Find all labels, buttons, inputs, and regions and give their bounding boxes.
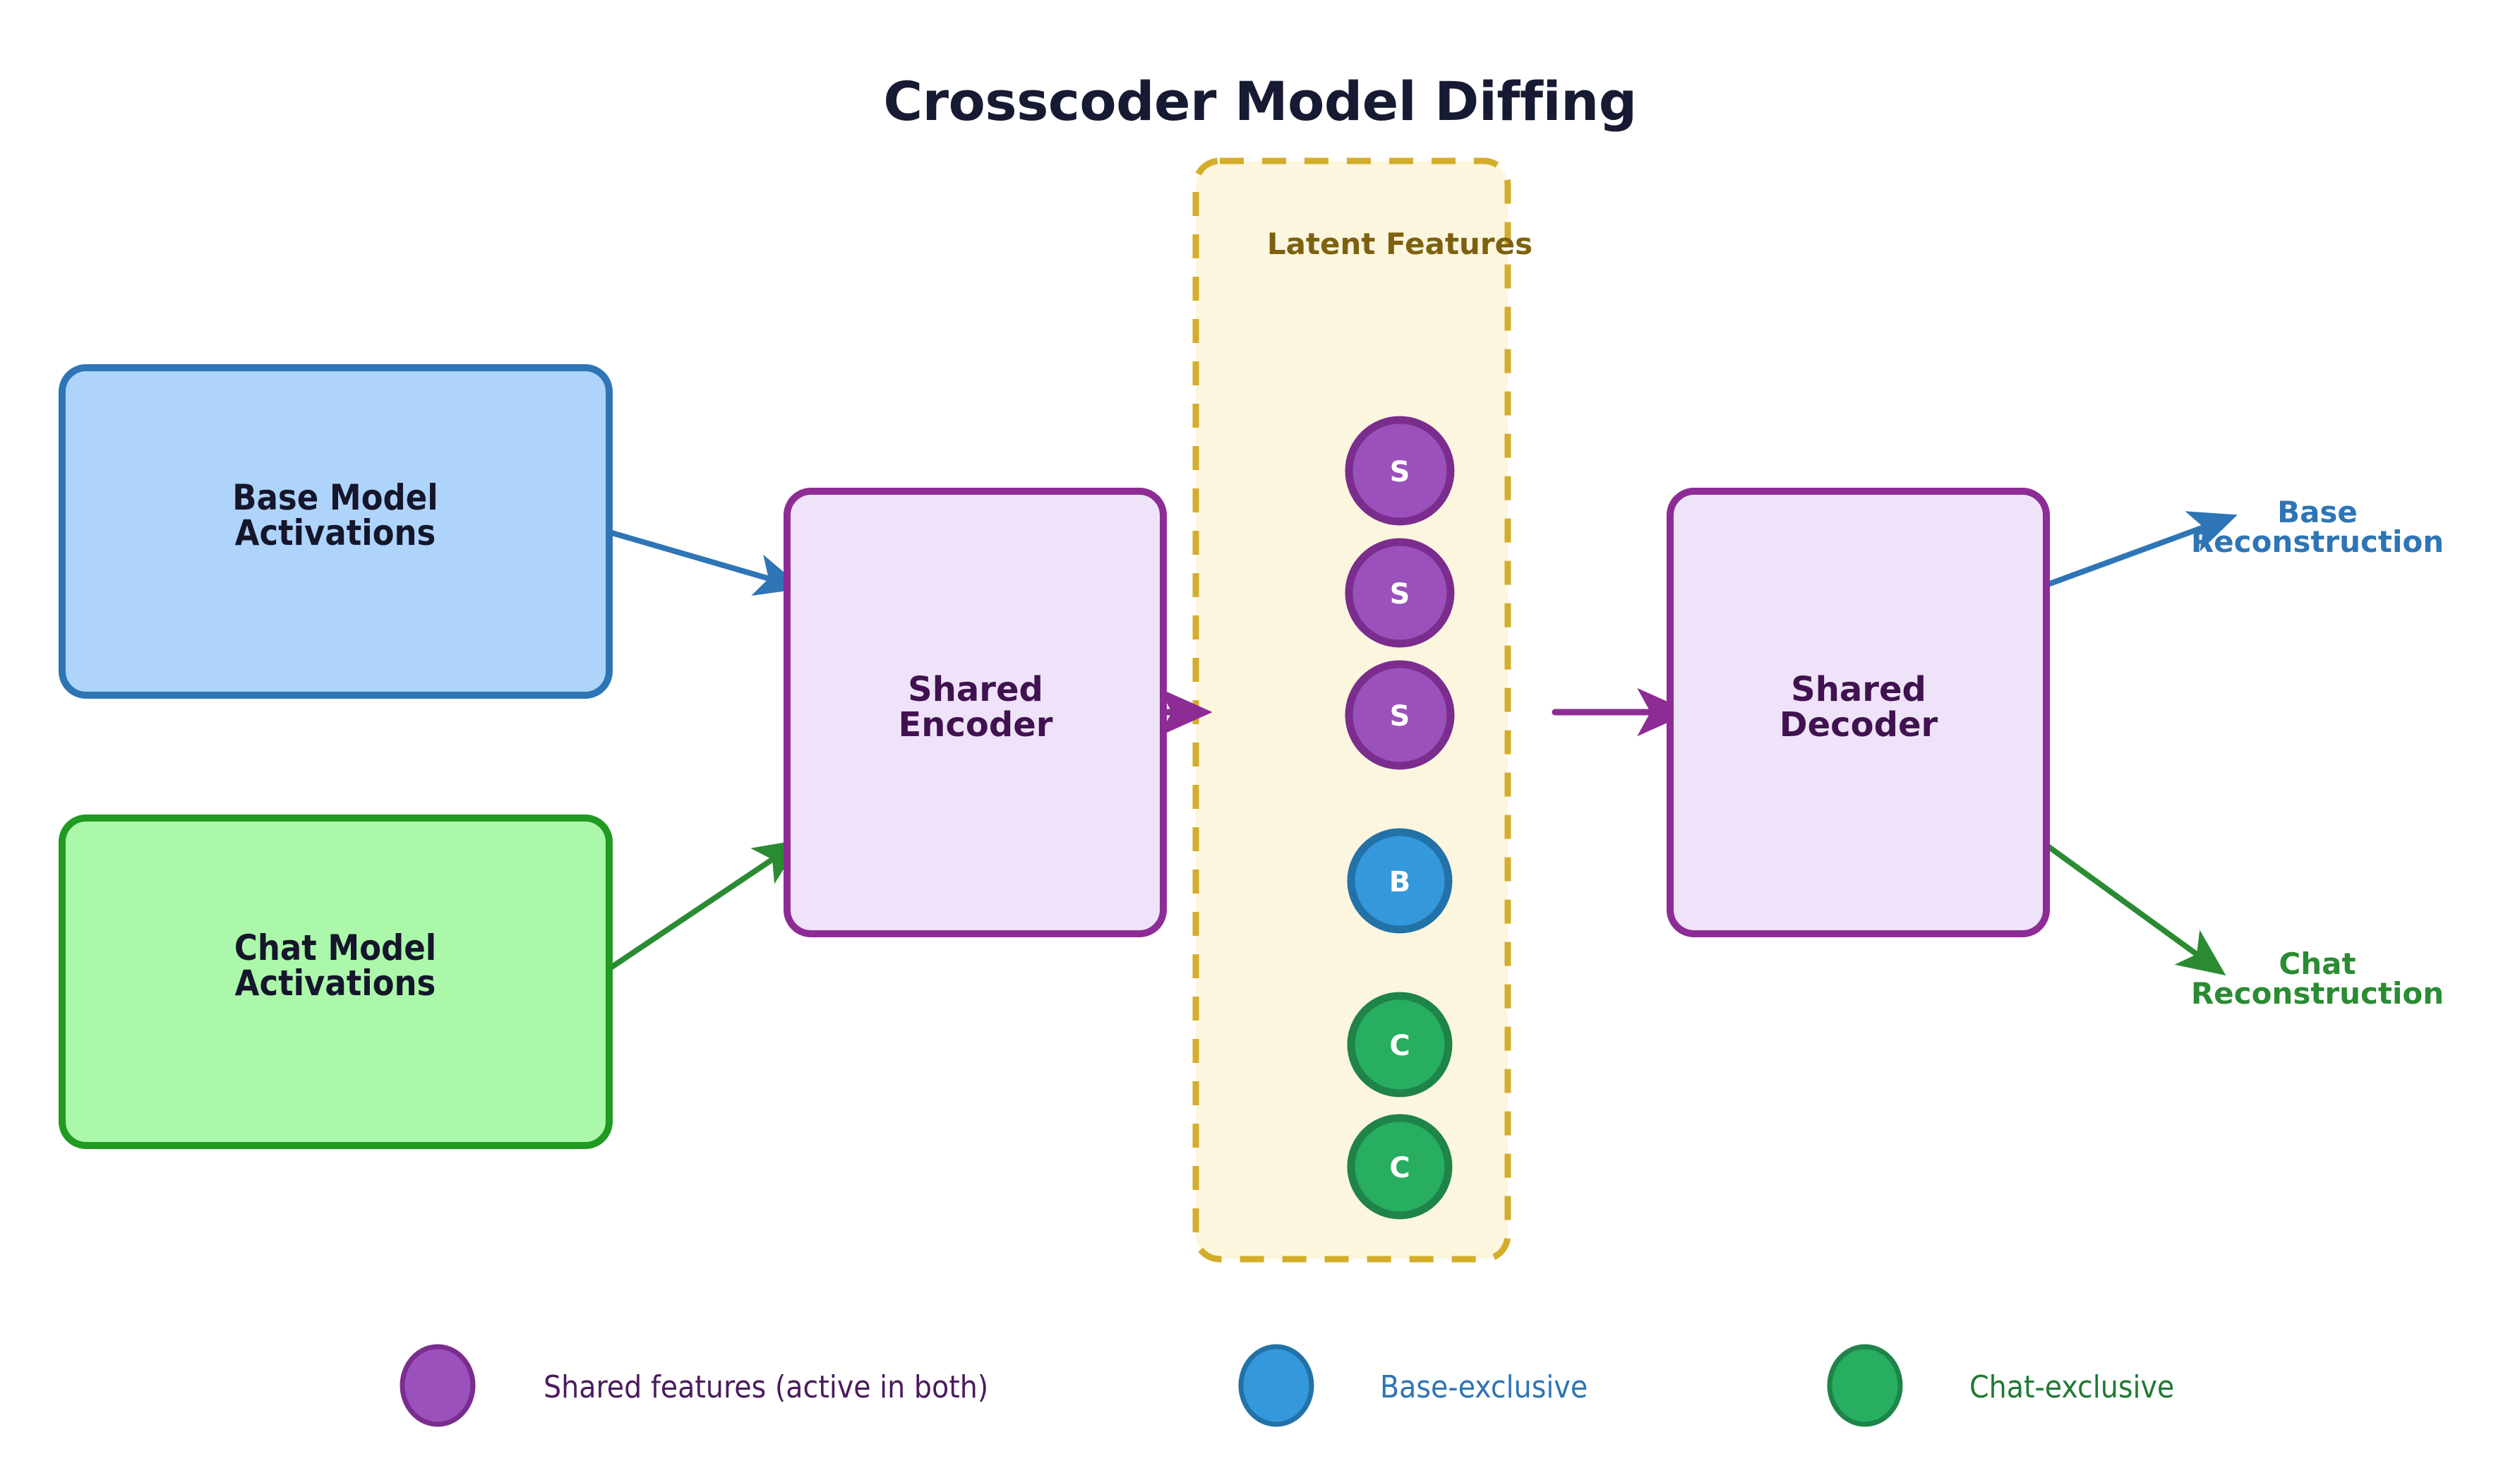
latent-node-letter: S [1390,456,1410,488]
latent-node-letter: S [1390,700,1410,733]
shared-decoder-rect [1667,488,2050,937]
latent-features-label: Latent Features [1267,227,1532,261]
latent-node-chat-circle [1347,992,1453,1098]
chat-model-activations-line1: Chat Model [234,927,436,968]
shared-encoder-line2: Encoder [899,705,1053,745]
arrow-chat-to-encoder [577,839,803,991]
legend-chat-swatch [1827,1344,1903,1427]
latent-node-1[interactable]: S [1345,538,1455,648]
base-model-activations-rect [59,364,613,699]
latent-node-4[interactable]: C [1347,992,1453,1098]
chat-reconstruction-line2: Reconstruction [2191,976,2444,1011]
chat-model-activations-box[interactable]: Chat Model Activations [59,814,613,1149]
shared-decoder-box[interactable]: Shared Decoder [1667,488,2050,937]
latent-node-chat-circle [1347,1114,1453,1220]
chat-model-activations-rect [59,814,613,1149]
arrow-base-to-encoder [577,521,803,596]
legend-shared-swatch [400,1344,476,1427]
latent-node-base-circle [1347,828,1453,934]
legend-base-swatch [1238,1344,1314,1427]
base-model-activations-box[interactable]: Base Model Activations [59,364,613,699]
latent-node-2[interactable]: S [1345,660,1455,770]
arrow-decoder-to-chat-reconstruction [2032,834,2226,976]
legend-item-chat[interactable]: Chat-exclusive [1827,1344,2174,1427]
base-reconstruction-line1: Base [2277,495,2358,529]
latent-node-shared-circle [1345,416,1455,526]
latent-node-0[interactable]: S [1345,416,1455,526]
base-model-activations-line1: Base Model [232,477,438,518]
base-reconstruction-line2: Reconstruction [2191,524,2444,559]
base-model-activations-line2: Activations [235,512,436,553]
legend-chat-label: Chat-exclusive [1969,1369,2174,1405]
latent-node-shared-circle [1345,660,1455,770]
legend-shared-label: Shared features (active in both) [544,1369,988,1405]
chat-reconstruction-label: Chat Reconstruction [2191,946,2444,1011]
latent-node-3[interactable]: B [1347,828,1453,934]
shared-decoder-line2: Decoder [1780,705,1938,745]
shared-decoder-line1: Shared [1791,670,1926,709]
latent-node-letter: B [1389,866,1411,898]
latent-node-shared-circle [1345,538,1455,648]
latent-node-letter: S [1390,578,1410,611]
latent-node-5[interactable]: C [1347,1114,1453,1220]
base-reconstruction-label: Base Reconstruction [2191,495,2444,559]
arrow-decoder-to-base-reconstruction [2032,511,2238,592]
chat-model-activations-line2: Activations [235,963,436,1004]
legend-item-shared[interactable]: Shared features (active in both) [400,1344,988,1427]
page-title: Crosscoder Model Diffing [883,70,1636,133]
chat-reconstruction-line1: Chat [2279,946,2356,981]
legend-base-label: Base-exclusive [1380,1369,1588,1405]
latent-node-letter: C [1389,1030,1410,1062]
legend: Shared features (active in both) Base-ex… [400,1344,2174,1427]
shared-encoder-rect [784,488,1167,937]
shared-encoder-line1: Shared [908,670,1043,709]
shared-encoder-box[interactable]: Shared Encoder [784,488,1167,937]
legend-item-base[interactable]: Base-exclusive [1238,1344,1588,1427]
latent-node-letter: C [1389,1152,1410,1184]
